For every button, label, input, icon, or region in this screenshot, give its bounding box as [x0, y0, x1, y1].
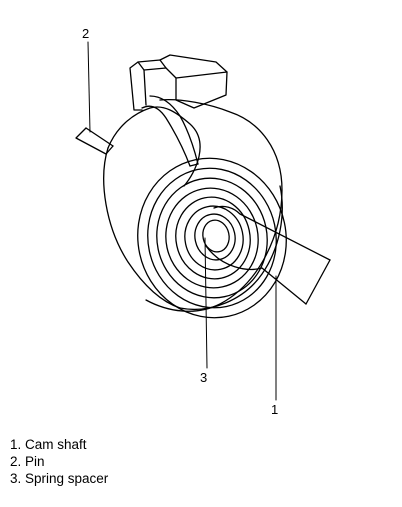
callout-3: 3: [200, 370, 207, 385]
leader-line-3: [204, 237, 208, 369]
clip-tab: [129, 54, 228, 111]
spring-band: [141, 95, 199, 167]
callout-1: 1: [271, 402, 278, 417]
legend-item-spring-spacer: 3. Spring spacer: [10, 471, 109, 486]
spring-coil-rings: [137, 157, 287, 319]
leader-lines: [87, 41, 277, 401]
legend-item-pin: 2. Pin: [10, 454, 45, 469]
parts-legend: 1. Cam shaft 2. Pin 3. Spring spacer: [10, 436, 108, 487]
spring-coil-outer: [103, 98, 283, 312]
callout-2: 2: [82, 26, 89, 41]
cam-shaft: [205, 205, 331, 305]
legend-item-cam-shaft: 1. Cam shaft: [10, 437, 87, 452]
spring-spacer-diagram: 2 3 1: [75, 26, 331, 417]
leader-line-2: [87, 41, 91, 133]
pin: [75, 127, 114, 155]
